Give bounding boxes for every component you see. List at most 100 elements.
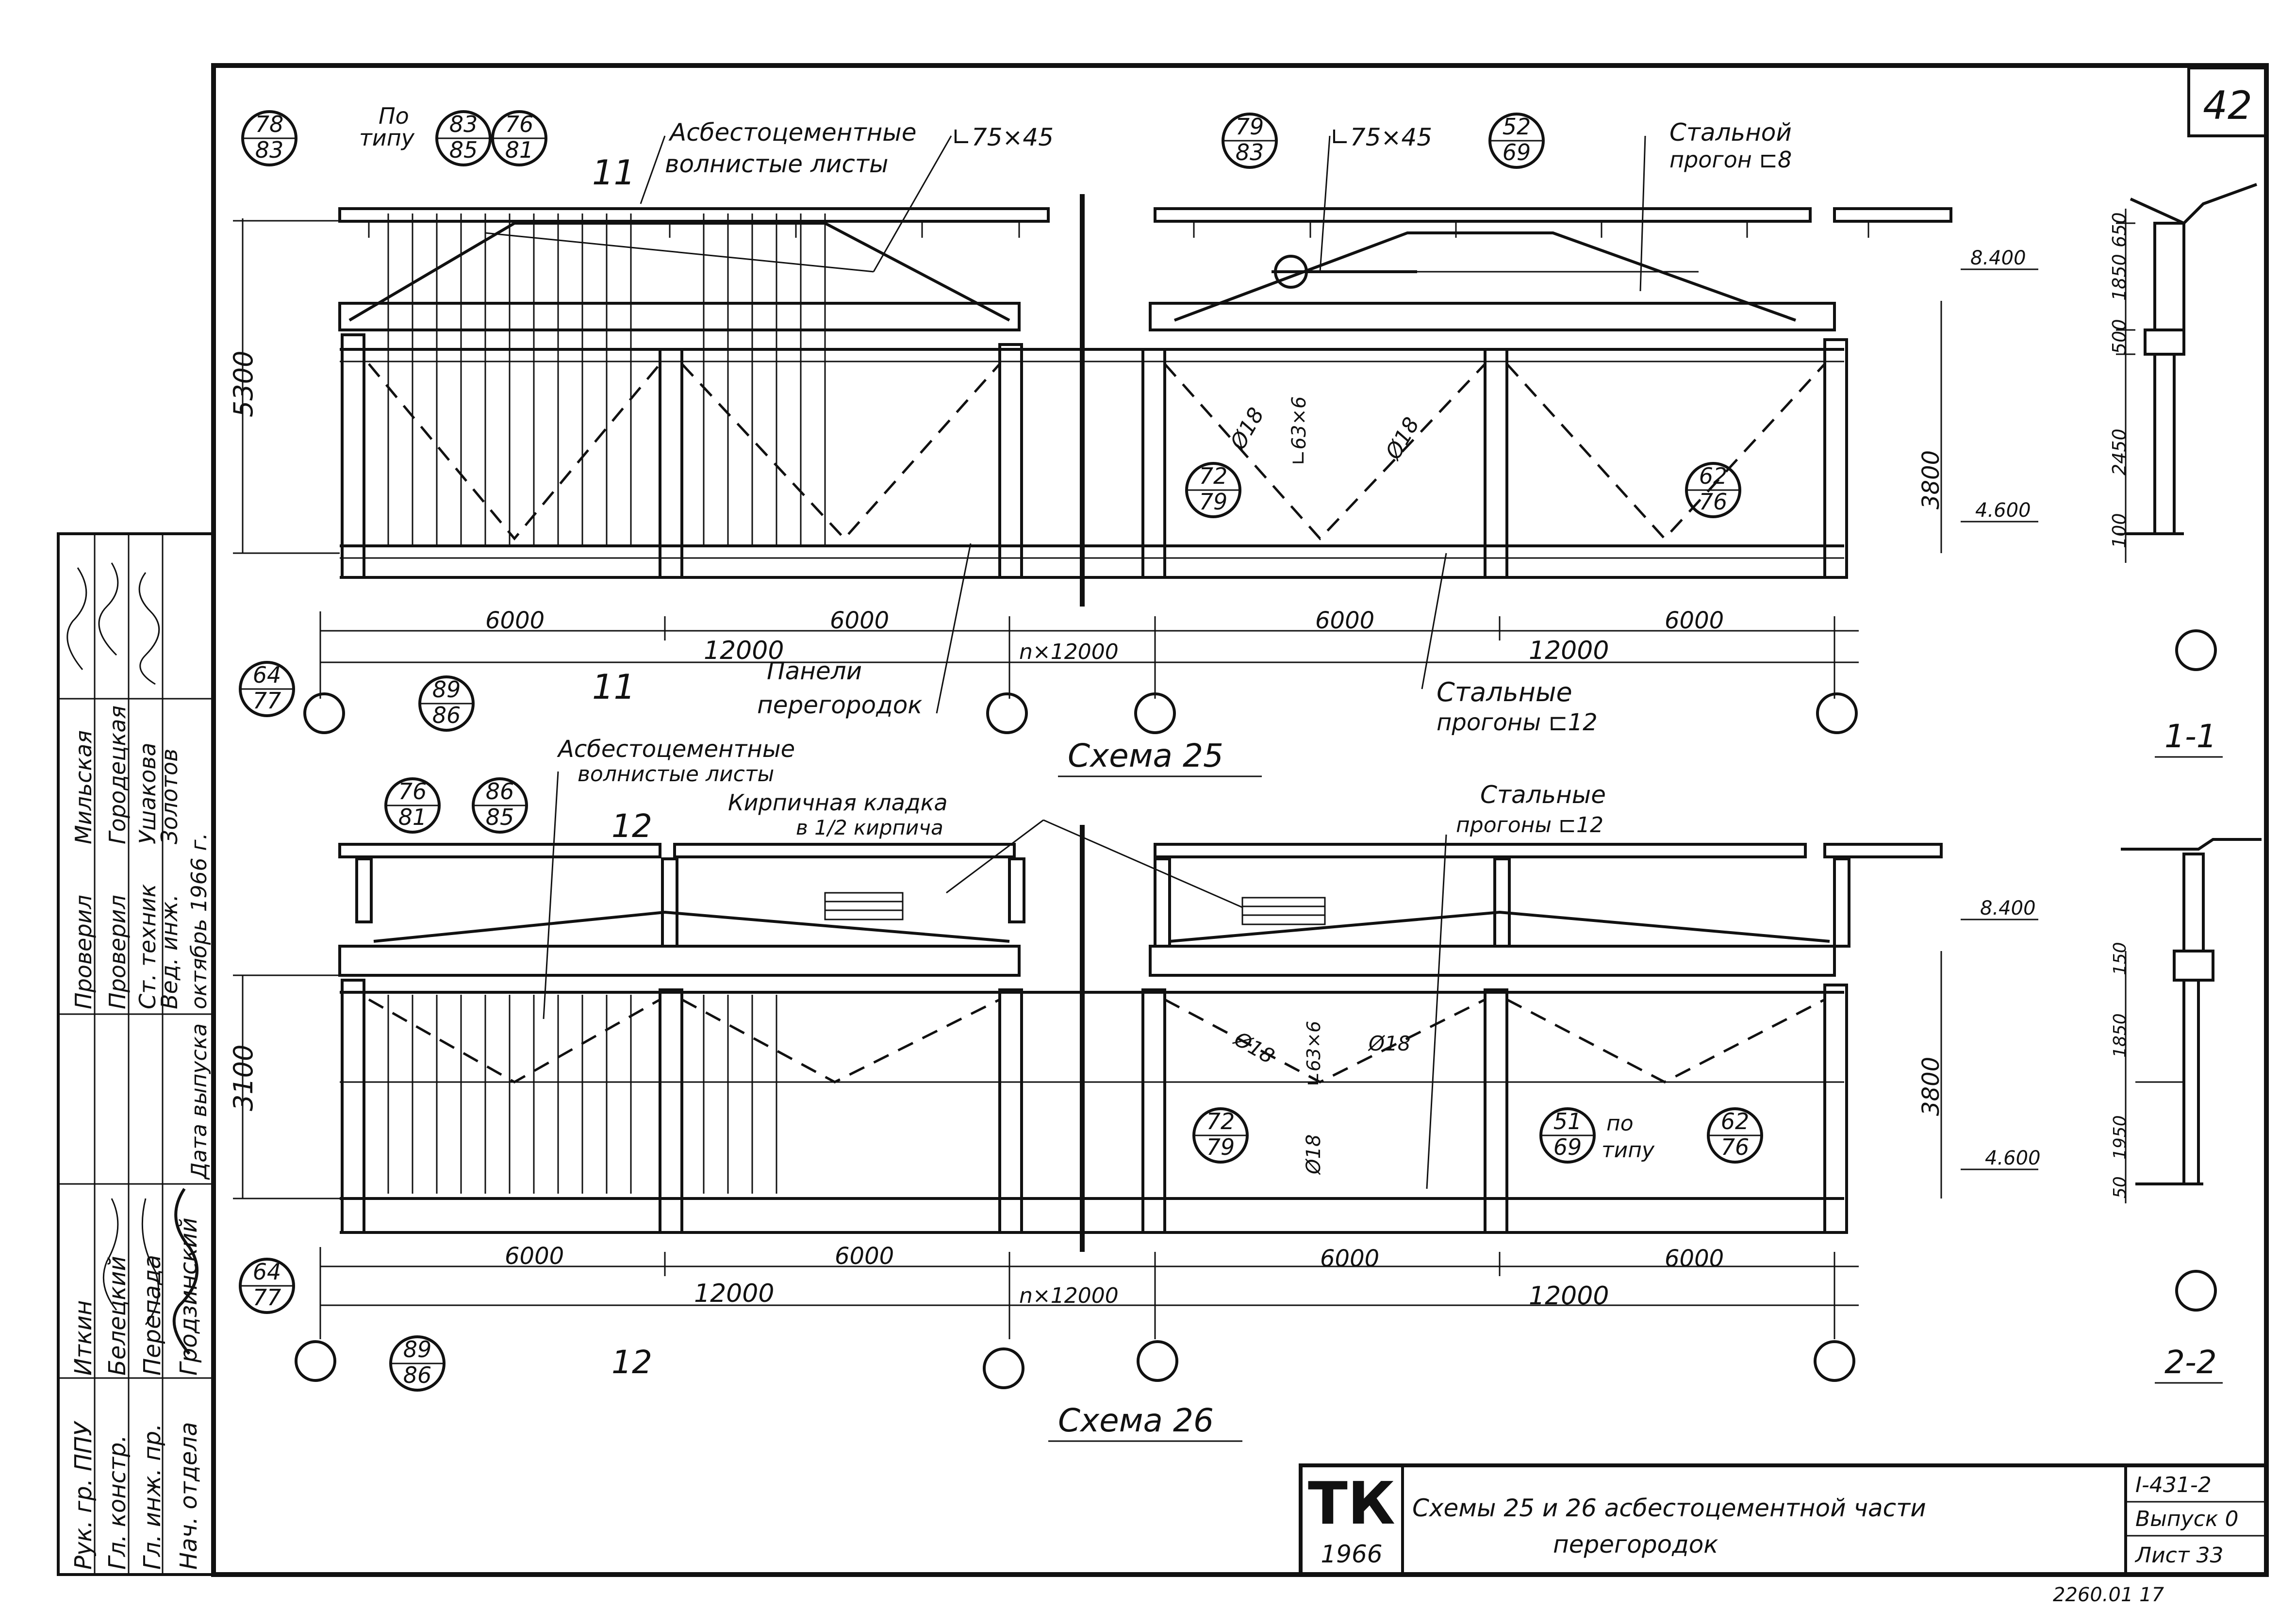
svg-text:77: 77 — [253, 1284, 281, 1311]
asbestos-sheet-hatch-26 — [387, 995, 777, 1194]
stamp-role-5: Дата выпуска — [187, 1023, 212, 1180]
callout-25-3: 76 81 — [491, 110, 547, 166]
dim-12000-26-a: 12000 — [694, 1279, 774, 1308]
titleblock-title-1: Схемы 25 и 26 асбестоцементной части — [1412, 1494, 1926, 1522]
svg-text:79: 79 — [1206, 1134, 1235, 1160]
callout-25-2: 83 85 — [435, 110, 492, 166]
label-asbestos-25-2: волнистые листы — [665, 150, 889, 178]
title-block: ТК 1966 Схемы 25 и 26 асбестоцементной ч… — [1299, 1463, 2268, 1606]
label-by-type-26-2: типу — [1602, 1138, 1655, 1163]
axis-circle — [983, 1347, 1024, 1389]
label-purlin-25-1: Стальной — [1669, 118, 1792, 147]
schema-25-title: Схема 25 — [1068, 737, 1223, 774]
callout-25-7: 62 76 — [1685, 462, 1741, 518]
signature-4 — [172, 1188, 198, 1355]
svg-text:62: 62 — [1721, 1108, 1750, 1134]
brace-angle-25: ∟63×6 — [1288, 396, 1310, 466]
svg-text:52: 52 — [1503, 114, 1531, 140]
section22-dim-3: 1950 — [2110, 1115, 2130, 1160]
label-brick-26-1: Кирпичная кладка — [728, 789, 948, 816]
dim-6000-25-c: 6000 — [1315, 607, 1374, 634]
section11-dim-4: 2450 — [2109, 428, 2130, 476]
label-by-type-25-2: типу — [359, 125, 415, 151]
stamp-name-8: Городецкая — [104, 706, 131, 844]
label-steel-purlins-26-1: Стальные — [1480, 781, 1606, 809]
brace-d2-26: Ø18 — [1368, 1032, 1411, 1055]
svg-text:69: 69 — [1553, 1134, 1582, 1160]
height-partition-26: 3800 — [1917, 1057, 1945, 1116]
svg-text:76: 76 — [398, 778, 427, 804]
label-asbestos-26-1: Асбестоцементные — [557, 736, 795, 763]
roof-slabs-25 — [338, 207, 1952, 238]
titleblock-title-2: перегородок — [1553, 1530, 1718, 1559]
callout-25-4: 79 83 — [1222, 113, 1278, 169]
section22-dim-4: 50 — [2110, 1176, 2130, 1199]
svg-text:79: 79 — [1199, 489, 1228, 515]
axis-circle — [1814, 1340, 1855, 1382]
stamp-name-6: Золотов — [156, 749, 182, 844]
callout-26-1: 76 81 — [384, 777, 441, 834]
brace-d2-25: Ø18 — [1380, 413, 1424, 465]
label-steel-purlins-26-2: прогоны ⊏12 — [1456, 813, 1603, 837]
columns-25 — [341, 333, 1848, 579]
axis-circle — [1134, 692, 1176, 734]
schema-26-title: Схема 26 — [1058, 1402, 1214, 1439]
svg-text:77: 77 — [253, 688, 281, 714]
dim-n12000-25: n×12000 — [1019, 640, 1119, 664]
section-2-2: 150 1850 1950 50 2-2 — [2110, 838, 2262, 1384]
titleblock-bottom-number: 2260.01 17 — [2053, 1584, 2164, 1606]
dim-n12000-26: n×12000 — [1019, 1283, 1119, 1308]
callout-25-1: 78 83 — [241, 110, 297, 166]
height-partition-25: 3800 — [1917, 450, 1945, 509]
svg-text:89: 89 — [403, 1336, 432, 1363]
asbestos-sheet-hatch-25 — [387, 213, 826, 546]
titleblock-logo: ТК — [1308, 1470, 1395, 1538]
stamp-role-4: Рук. гр. ППУ — [70, 1421, 97, 1570]
section11-dim-3: 500 — [2109, 319, 2130, 354]
truss-top-chord-25a — [348, 222, 1010, 322]
label-angle-25-right: ∟75×45 — [1330, 123, 1432, 151]
svg-text:79: 79 — [1236, 114, 1264, 140]
svg-text:86: 86 — [486, 778, 514, 804]
signature-2 — [98, 562, 119, 656]
svg-text:76: 76 — [1721, 1134, 1750, 1160]
svg-text:83: 83 — [449, 111, 478, 137]
section11-dim-1: 650 — [2109, 212, 2130, 247]
label-panels-25-2: перегородок — [757, 691, 923, 719]
dim-12000-25-b: 12000 — [1529, 636, 1609, 665]
axis-circle — [1816, 692, 1858, 734]
dim-12000-25-a: 12000 — [704, 636, 784, 665]
svg-text:81: 81 — [505, 137, 534, 163]
svg-text:78: 78 — [255, 111, 284, 137]
signature-3 — [66, 567, 87, 670]
truss-bottom-chord-25b — [1149, 302, 1836, 331]
callout-26-5: 62 76 — [1707, 1107, 1763, 1164]
stamp-name-9: Мильская — [70, 730, 97, 844]
stamp-name-7: Ушакова — [134, 742, 161, 844]
callout-26-7: 89 86 — [389, 1335, 446, 1392]
svg-text:64: 64 — [253, 662, 281, 688]
level-bottom-25: 4.600 — [1975, 499, 2031, 522]
axis-circle — [2175, 629, 2217, 671]
svg-text:81: 81 — [398, 804, 427, 830]
titleblock-issue: Выпуск 0 — [2135, 1507, 2238, 1531]
brace-25c — [1164, 363, 1486, 541]
label-by-type-25-1: По — [379, 103, 409, 129]
dim-6000-26-c: 6000 — [1320, 1245, 1379, 1272]
callout-25-9: 89 86 — [418, 675, 475, 732]
dim-6000-26-a: 6000 — [505, 1243, 564, 1270]
svg-text:89: 89 — [432, 676, 461, 703]
section-mark-26-top: 12 — [611, 807, 652, 845]
level-bottom-26: 4.600 — [1985, 1147, 2041, 1169]
axis-circle — [986, 692, 1028, 734]
section-mark-25-top: 11 — [592, 153, 635, 193]
section22-dim-1: 150 — [2110, 942, 2130, 975]
dim-6000-26-d: 6000 — [1665, 1245, 1724, 1272]
titleblock-series: I-431-2 — [2135, 1473, 2212, 1497]
svg-text:72: 72 — [1206, 1108, 1235, 1134]
callout-26-4: 51 69 — [1539, 1107, 1596, 1164]
label-asbestos-26-2: волнистые листы — [578, 762, 774, 787]
signature-6 — [102, 1198, 119, 1311]
label-angle-25-left: ∟75×45 — [951, 123, 1054, 151]
stamp-name-3: Белецкий — [104, 1256, 131, 1376]
